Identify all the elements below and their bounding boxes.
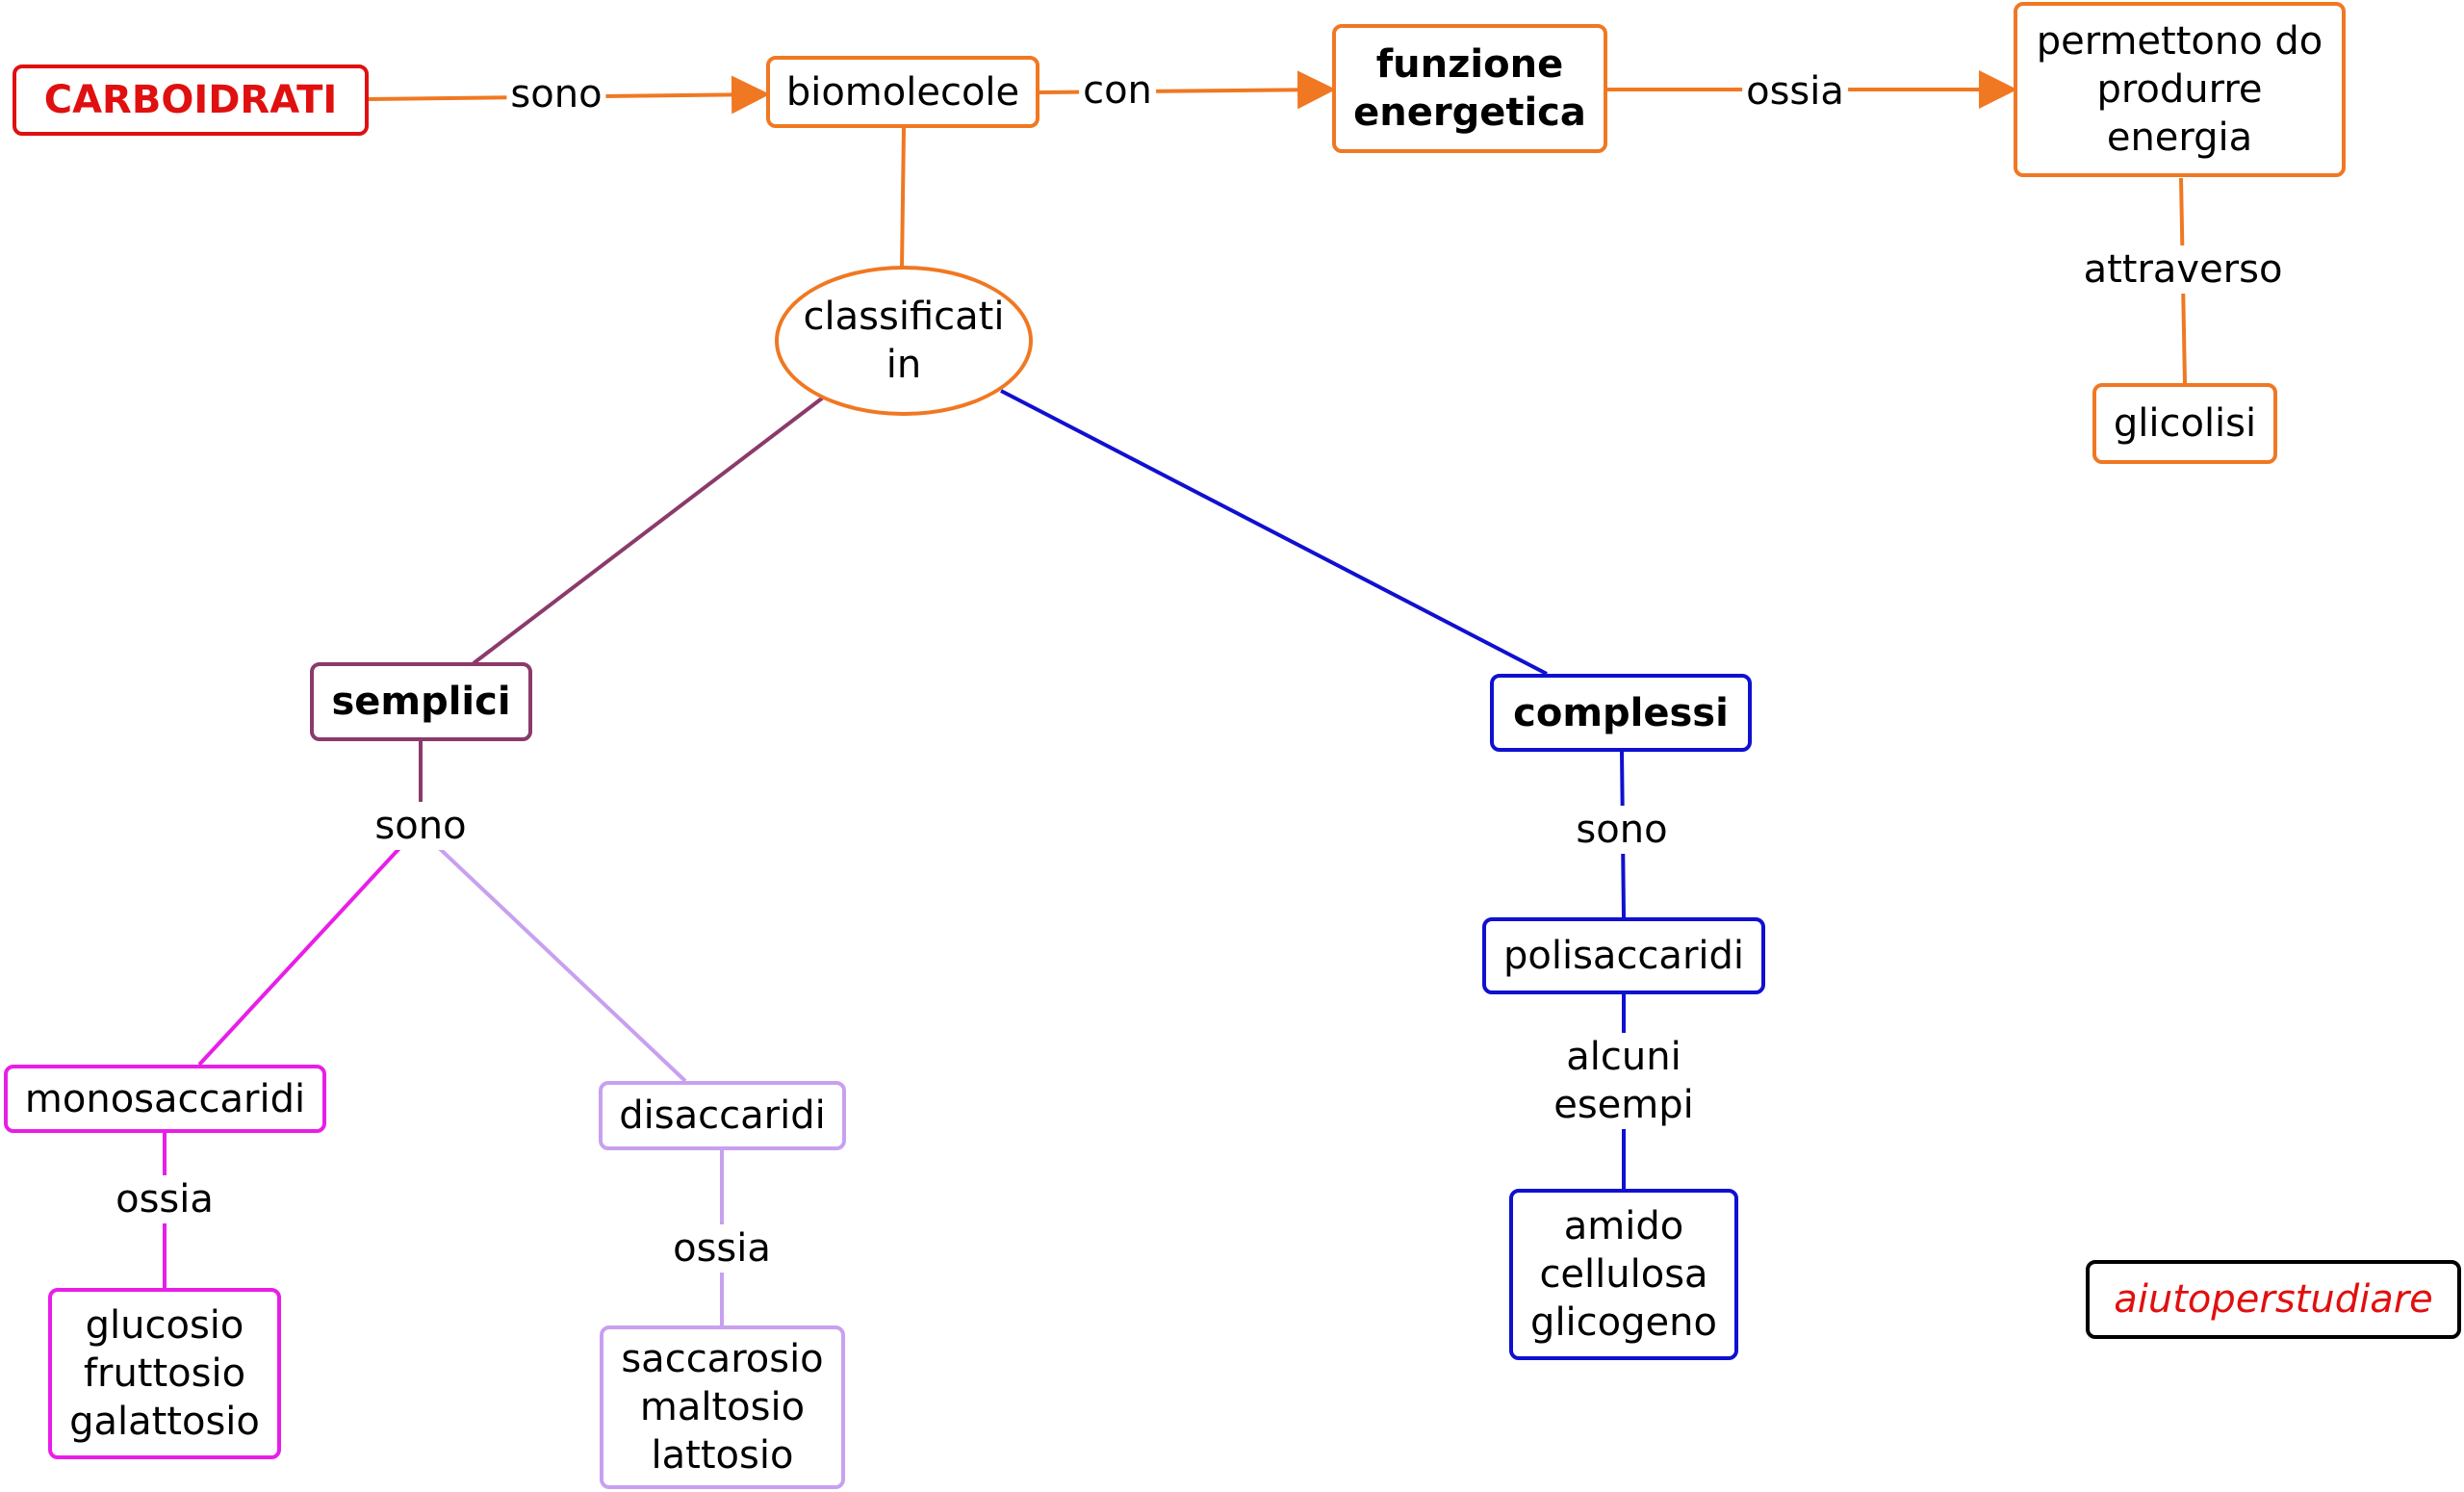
node-classificati-in[interactable]: classificati in	[775, 266, 1033, 416]
node-glucosio-fruttosio-galattosio[interactable]: glucosio fruttosio galattosio	[48, 1288, 281, 1459]
link-label-ossia: ossia	[1742, 67, 1848, 116]
node-aiutoperstudiare[interactable]: aiutoperstudiare	[2086, 1260, 2461, 1339]
node-carboidrati[interactable]: CARBOIDRATI	[13, 64, 369, 136]
link-label-sono-complessi: sono	[1572, 806, 1672, 854]
node-disaccaridi[interactable]: disaccaridi	[599, 1081, 846, 1150]
node-glicolisi[interactable]: glicolisi	[2092, 383, 2277, 464]
edge-sono-monosaccaridi	[197, 843, 404, 1067]
node-monosaccaridi[interactable]: monosaccaridi	[4, 1065, 326, 1133]
link-label-con: con	[1079, 66, 1156, 115]
link-label-sono-semplici: sono	[371, 802, 471, 850]
edge-sono-disaccaridi	[434, 843, 687, 1083]
link-label-alcuni-esempi: alcuni esempi	[1550, 1033, 1698, 1129]
node-complessi[interactable]: complessi	[1490, 674, 1752, 752]
link-label-ossia-monosaccaridi: ossia	[112, 1175, 218, 1223]
node-biomolecole[interactable]: biomolecole	[766, 56, 1040, 128]
node-semplici[interactable]: semplici	[310, 662, 532, 741]
link-label-ossia-disaccaridi: ossia	[669, 1224, 775, 1273]
node-funzione-energetica[interactable]: funzione energetica	[1332, 24, 1607, 153]
node-polisaccaridi[interactable]: polisaccaridi	[1482, 917, 1765, 994]
edge-classificati-semplici	[472, 396, 825, 665]
edge-classificati-complessi	[1000, 389, 1548, 676]
link-label-attraverso: attraverso	[2079, 245, 2287, 294]
edge-biomolecole-classificati	[900, 127, 906, 269]
node-saccarosio-maltosio-lattosio[interactable]: saccarosio maltosio lattosio	[600, 1325, 845, 1489]
link-label-sono: sono	[506, 70, 606, 118]
node-amido-cellulosa-glicogeno[interactable]: amido cellulosa glicogeno	[1509, 1189, 1738, 1360]
node-permettono-produrre-energia[interactable]: permettono do produrre energia	[2014, 2, 2346, 177]
